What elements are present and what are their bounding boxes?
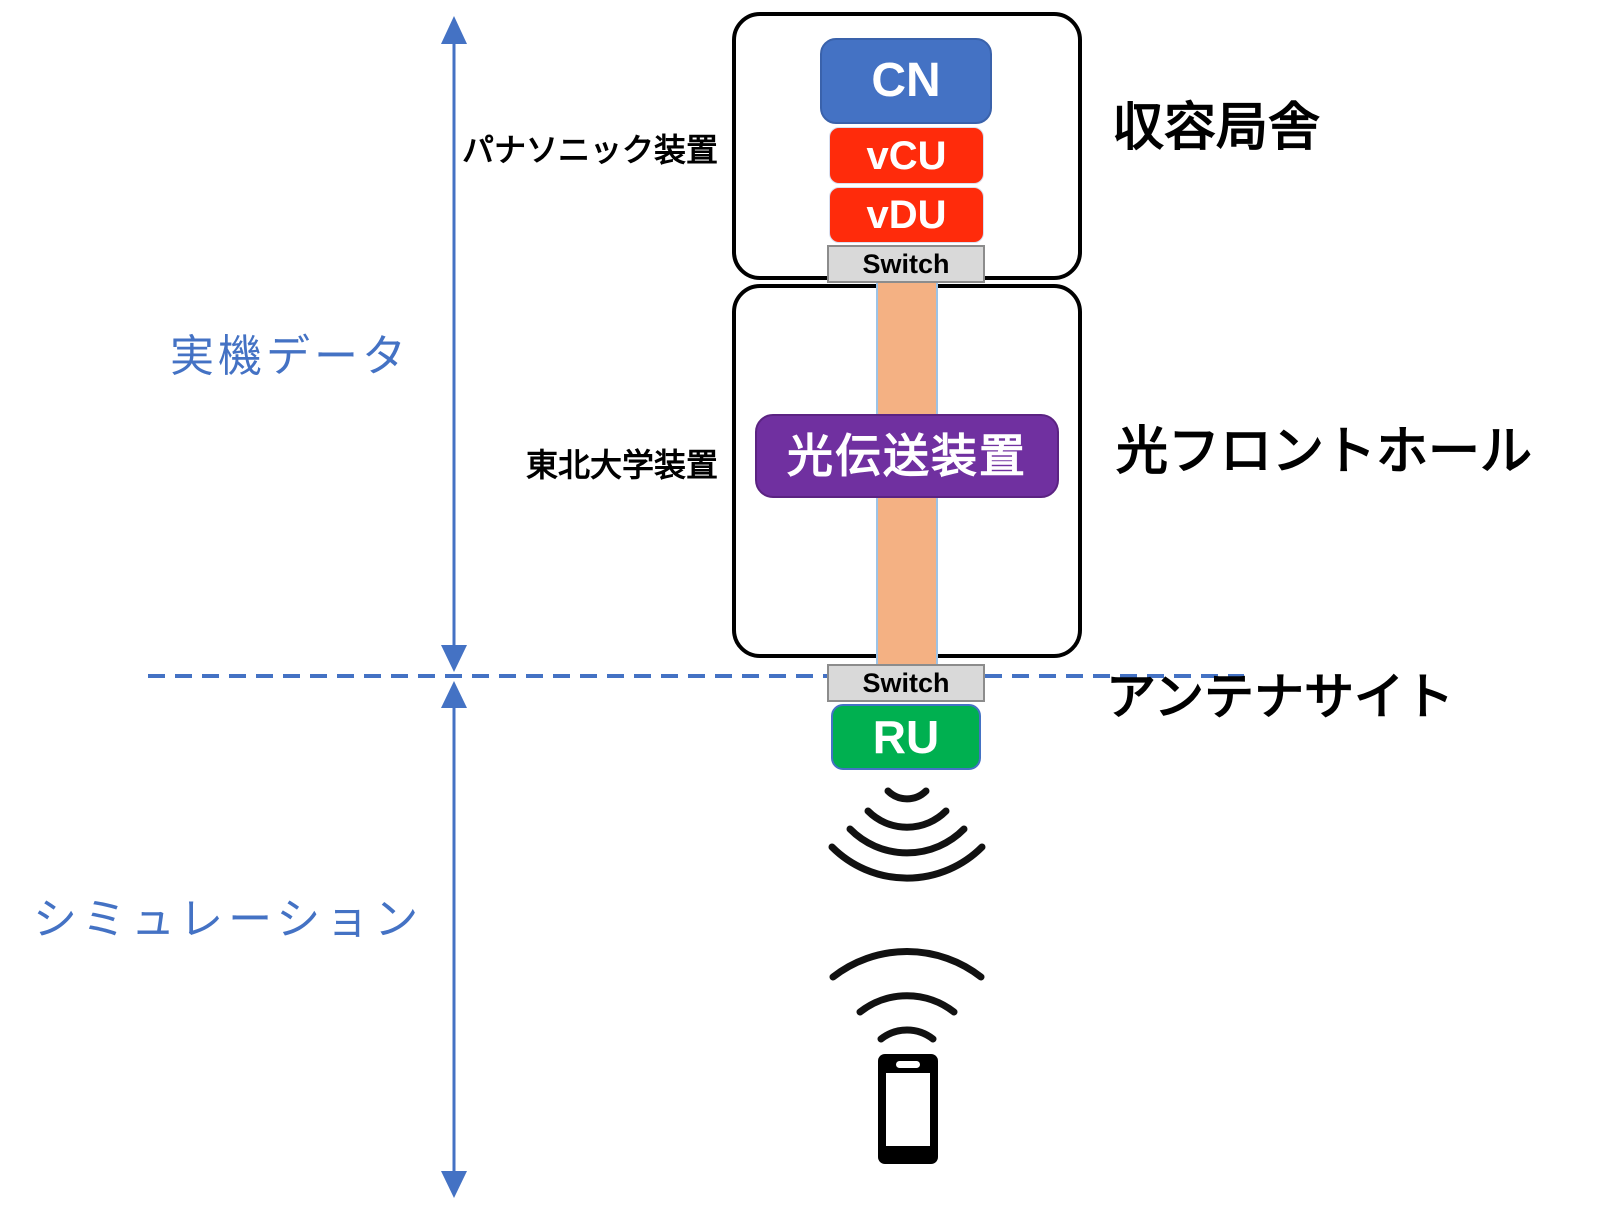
simulation-range-arrow [441, 681, 467, 1198]
arrow-up-icon [441, 16, 467, 44]
vdu-node: vDU [829, 187, 984, 243]
tohoku-equipment-label: 東北大学装置 [525, 447, 718, 483]
ru-node: RU [831, 704, 981, 770]
station-site-label: 収容局舎 [1112, 99, 1321, 157]
real-data-section-label: 実機データ [170, 332, 410, 381]
ue-wifi-up-icon [829, 947, 985, 1043]
cn-node: CN [820, 38, 992, 124]
antenna-switch-node: Switch [827, 664, 985, 702]
antenna-site-label: アンテナサイト [1106, 669, 1454, 725]
real-data-range-arrow [441, 16, 467, 672]
fronthaul-site-label: 光フロントホール [1116, 423, 1533, 481]
arrow-down-icon [441, 1171, 467, 1198]
optical-transport-node: 光伝送装置 [755, 414, 1059, 498]
ru-wifi-down-icon [828, 787, 986, 882]
arrow-up-icon [441, 681, 467, 708]
smartphone-icon [878, 1054, 938, 1164]
arrow-down-icon [441, 645, 467, 672]
panasonic-equipment-label: パナソニック装置 [461, 132, 718, 168]
station-switch-node: Switch [827, 245, 985, 283]
simulation-section-label: シミュレーション [33, 895, 424, 944]
vcu-node: vCU [829, 127, 984, 184]
